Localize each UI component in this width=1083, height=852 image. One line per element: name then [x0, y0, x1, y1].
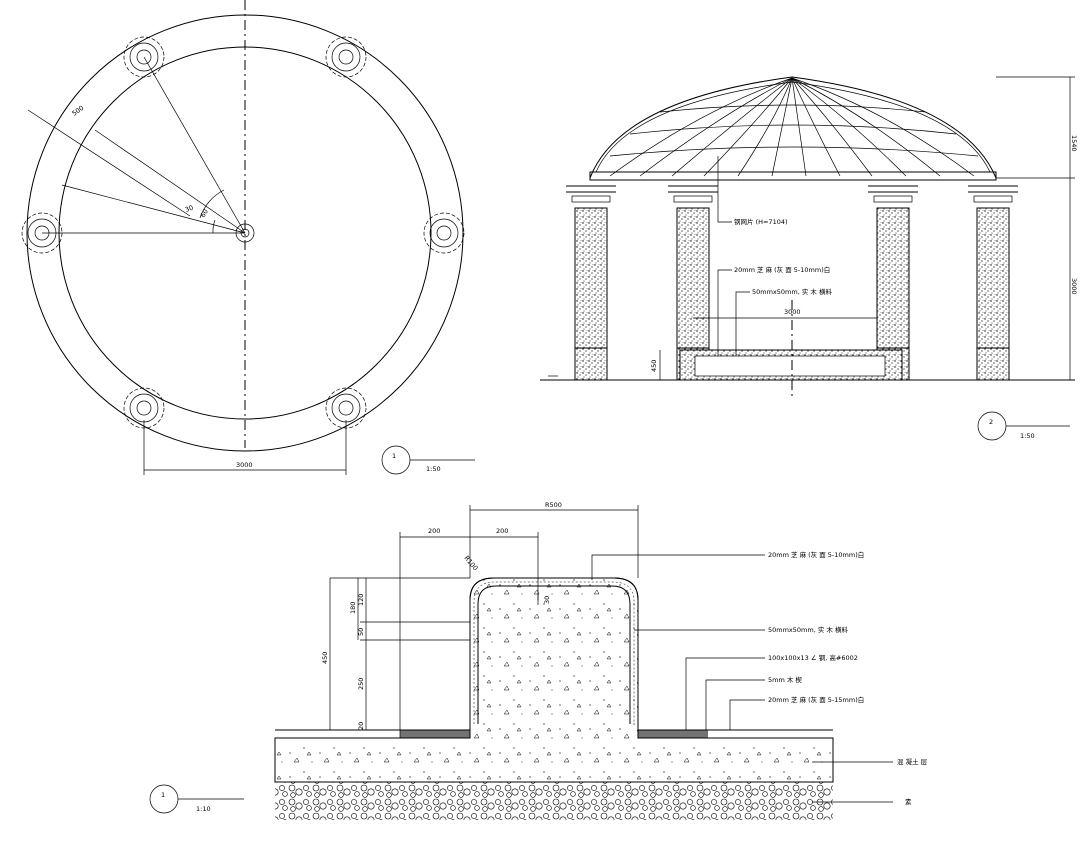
- elevation-note-bar: 50mmx50mm, 实 木 横料: [752, 287, 832, 296]
- section-tag-number: 1: [161, 791, 165, 799]
- section-dim-200: 200: [496, 527, 508, 535]
- elevation-column-height: 3000: [1070, 278, 1078, 295]
- plan-radius-dim: 500: [71, 104, 86, 118]
- section-dim-20: 20: [357, 722, 365, 730]
- column-mark: [423, 212, 465, 254]
- section-dim-450: 450: [321, 652, 329, 664]
- section-dim-30: 30: [543, 596, 551, 604]
- column-mark: [325, 36, 367, 78]
- section-note-1: 20mm 芝 麻 (灰 面 5-10mm)白: [768, 550, 864, 559]
- section-dim-180: 180: [349, 602, 357, 614]
- elevation-view: 1540 3000 3000 450 钢网片 (H=7104) 20mm 芝 麻…: [540, 76, 1078, 441]
- elevation-dome-height: 1540: [1070, 135, 1078, 152]
- section-note-5: 20mm 芝 麻 (灰 面 5-15mm)白: [768, 695, 864, 704]
- elevation-bench-dim: 450: [650, 360, 658, 372]
- ring-beam: [589, 171, 997, 181]
- column-capitals: [566, 185, 1018, 203]
- section-dim-250: 250: [357, 678, 365, 690]
- elevation-tag-scale: 1:50: [1020, 432, 1035, 440]
- section-note-3: 100x100x13 ∠ 钢, 高#6002: [768, 653, 858, 662]
- plan-tag-scale: 1:50: [426, 465, 441, 473]
- plan-width-dim: 3000: [236, 461, 253, 469]
- elevation-note-dome: 钢网片 (H=7104): [734, 217, 788, 226]
- gravel-layer: [275, 782, 833, 820]
- plan-angle-dim: 60: [199, 208, 210, 219]
- plan-angle-dim: 30: [184, 204, 195, 214]
- section-dim-200: 200: [428, 527, 440, 535]
- column-mark: [123, 36, 165, 78]
- dome-ribs: [609, 77, 979, 177]
- plan-view: 500 30 60 3000 1 1:50: [21, 0, 475, 475]
- elevation-note-stone: 20mm 芝 麻 (灰 面 5-10mm)白: [734, 265, 830, 274]
- dome-outline: [589, 76, 997, 179]
- section-tag-scale: 1:10: [196, 805, 211, 813]
- section-dim-50: 50: [357, 628, 365, 636]
- section-note-4: 5mm 木 楔: [768, 675, 802, 684]
- section-note-6: 混 凝土 层: [897, 757, 928, 766]
- section-note-7: 素: [905, 797, 912, 806]
- section-view: R500 200 200 R100 450 180 120 50 250 20 …: [149, 501, 928, 820]
- section-note-2: 50mmx50mm, 实 木 横料: [768, 625, 848, 634]
- elevation-width-dim: 3000: [784, 308, 801, 316]
- section-dim-r100: R100: [462, 554, 479, 572]
- section-dim-120: 120: [357, 594, 365, 606]
- section-radius-dim: R500: [545, 501, 562, 509]
- plan-tag-number: 1: [392, 452, 396, 460]
- plan-tag-circle: [381, 445, 411, 475]
- elevation-tag-number: 2: [989, 418, 993, 426]
